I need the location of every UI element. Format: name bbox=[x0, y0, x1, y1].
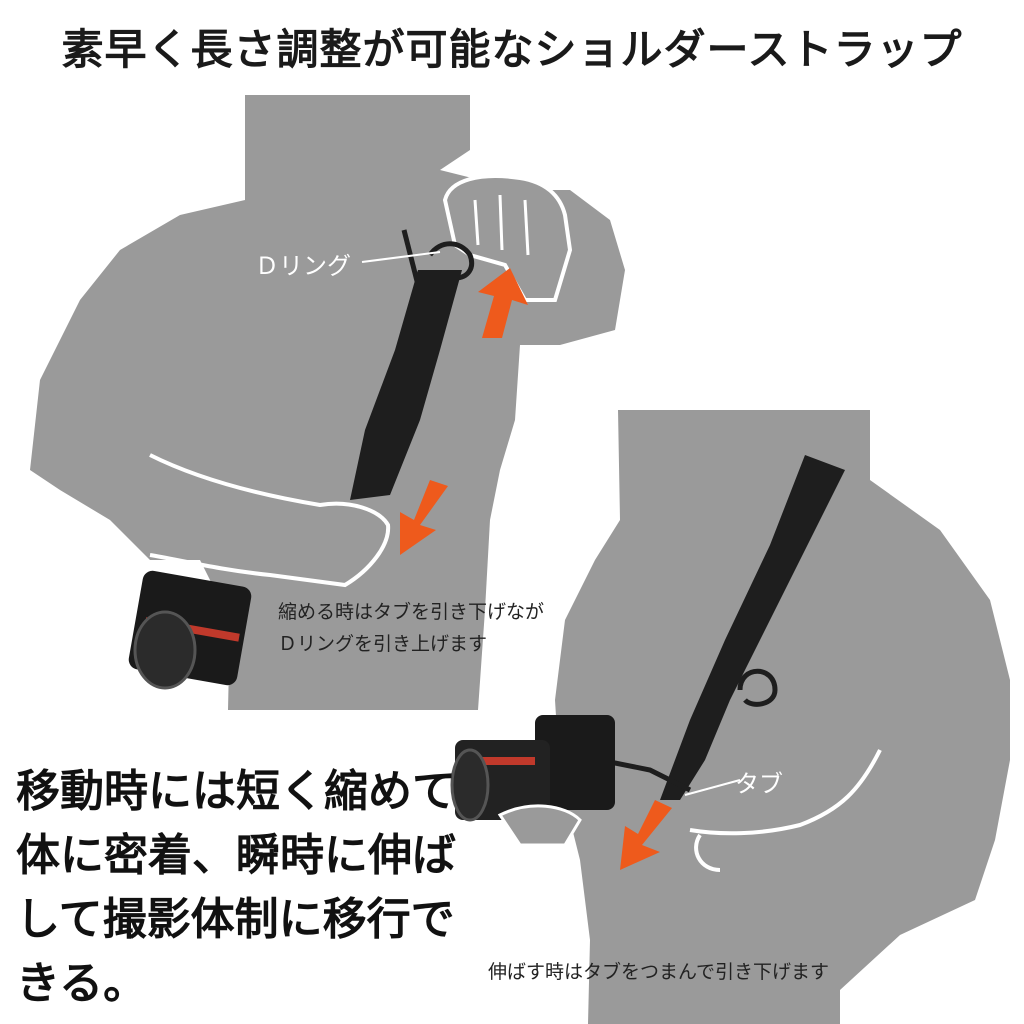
caption-shorten: 縮める時はタブを引き下げなが Ｄリングを引き上げます bbox=[278, 596, 544, 660]
silhouette-torso-2 bbox=[555, 410, 1010, 1024]
feature-text-line2: 体に密着、瞬時に伸ば bbox=[16, 830, 456, 881]
feature-text-line1: 移動時には短く縮めて bbox=[16, 766, 456, 817]
feature-text-line4: きる。 bbox=[16, 958, 148, 1009]
page-title: 素早く長さ調整が可能なショルダーストラップ bbox=[61, 25, 963, 74]
arrow-down-2 bbox=[620, 800, 672, 870]
camera-lens-1 bbox=[128, 570, 252, 690]
label-d-ring: Ｄリング bbox=[255, 252, 351, 280]
figure-extend bbox=[450, 410, 1010, 1024]
caption-shorten-line1: 縮める時はタブを引き下げなが bbox=[278, 601, 545, 623]
label-tab: タブ bbox=[735, 770, 783, 798]
strap-1 bbox=[350, 270, 462, 500]
feature-text-line3: して撮影体制に移行で bbox=[16, 894, 455, 945]
strap-2 bbox=[660, 455, 845, 800]
feature-text: 移動時には短く縮めて 体に密着、瞬時に伸ば して撮影体制に移行で きる。 bbox=[16, 760, 456, 1016]
caption-shorten-line2: Ｄリングを引き上げます bbox=[278, 633, 488, 655]
arm-lower bbox=[149, 453, 391, 588]
figure-shorten bbox=[30, 95, 625, 710]
arrow-up bbox=[478, 268, 528, 338]
camera-2 bbox=[450, 715, 615, 822]
caption-extend: 伸ばす時はタブをつまんで引き下げます bbox=[488, 961, 830, 983]
arrow-down-1 bbox=[400, 480, 448, 555]
